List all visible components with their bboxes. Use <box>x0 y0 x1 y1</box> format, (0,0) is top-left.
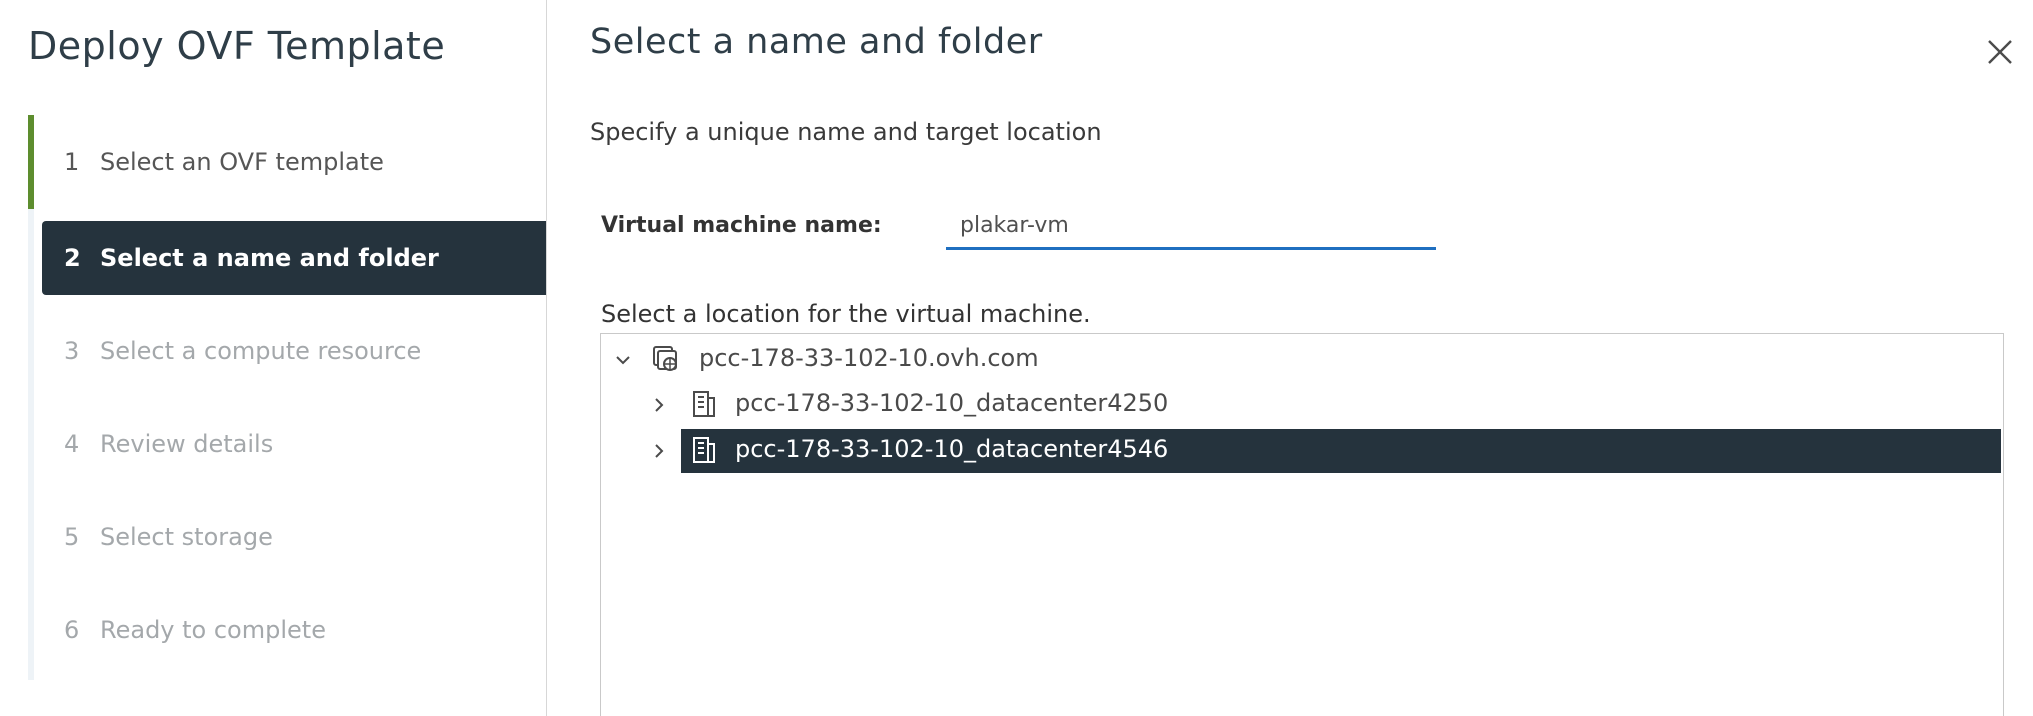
step-number: 1 <box>64 148 80 176</box>
step-label: Select an OVF template <box>100 148 384 176</box>
location-label: Select a location for the virtual machin… <box>601 300 1091 328</box>
steps-progress-done-indicator <box>28 115 34 209</box>
tree-node-datacenter4546-label[interactable]: pcc-178-33-102-10_datacenter4546 <box>735 435 1169 463</box>
wizard-sidebar: Deploy OVF Template 1 Select an OVF temp… <box>0 0 546 716</box>
wizard-step-3: 3 Select a compute resource <box>42 314 546 388</box>
close-button[interactable] <box>1984 36 2016 68</box>
tree-node-root-label[interactable]: pcc-178-33-102-10.ovh.com <box>699 344 1039 372</box>
chevron-down-icon <box>616 356 630 365</box>
step-label: Select a compute resource <box>100 337 422 365</box>
steps-progress-rail <box>28 115 34 680</box>
child1-expand-toggle[interactable] <box>646 392 672 418</box>
chevron-right-icon <box>655 444 664 458</box>
location-tree <box>600 333 2004 716</box>
vm-name-label: Virtual machine name: <box>601 213 882 238</box>
root-expand-toggle[interactable] <box>610 347 636 373</box>
child2-expand-toggle[interactable] <box>646 438 672 464</box>
wizard-step-5: 5 Select storage <box>42 500 546 574</box>
vcenter-icon <box>652 344 682 374</box>
step-number: 6 <box>64 616 80 644</box>
datacenter-icon <box>688 435 718 465</box>
step-number: 5 <box>64 523 80 551</box>
wizard-step-4: 4 Review details <box>42 407 546 481</box>
step-number: 3 <box>64 337 80 365</box>
panel-divider <box>546 0 547 716</box>
tree-node-datacenter4250-label[interactable]: pcc-178-33-102-10_datacenter4250 <box>735 389 1169 417</box>
wizard-step-6: 6 Ready to complete <box>42 593 546 667</box>
wizard-title: Deploy OVF Template <box>28 24 446 68</box>
page-subtitle: Specify a unique name and target locatio… <box>590 118 1102 146</box>
step-label: Select storage <box>100 523 273 551</box>
datacenter-icon <box>688 389 718 419</box>
tree-row-selected[interactable] <box>681 429 2001 473</box>
wizard-step-1[interactable]: 1 Select an OVF template <box>42 125 546 199</box>
wizard-step-2[interactable]: 2 Select a name and folder <box>42 221 546 295</box>
step-number: 4 <box>64 430 80 458</box>
vm-name-input[interactable] <box>946 203 1436 250</box>
step-label: Select a name and folder <box>100 244 439 272</box>
step-label: Ready to complete <box>100 616 326 644</box>
chevron-right-icon <box>655 398 664 412</box>
step-number: 2 <box>64 244 81 272</box>
close-icon <box>1988 40 2012 64</box>
page-title: Select a name and folder <box>590 22 1043 62</box>
step-label: Review details <box>100 430 274 458</box>
